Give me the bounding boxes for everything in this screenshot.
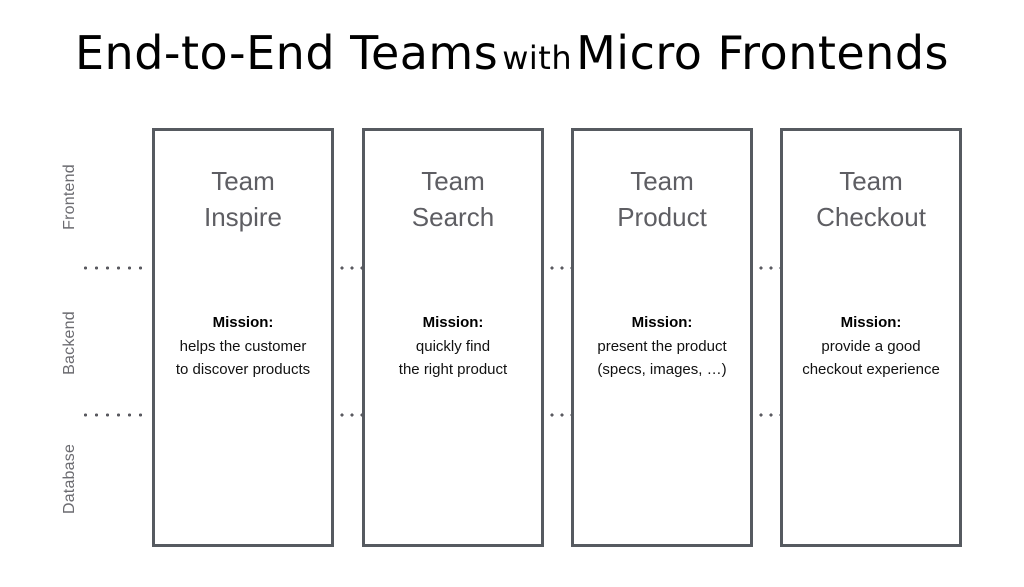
column-gap-dots-1-2-backend-database	[336, 413, 364, 417]
team-name-line-1: Team	[421, 166, 485, 196]
layer-label-database: Database	[61, 443, 78, 515]
mission-label: Mission:	[422, 314, 484, 331]
team-name-line-1: Team	[839, 166, 903, 196]
team-name-line-2: Inspire	[203, 202, 283, 232]
mission-line-2: (specs, images, …)	[597, 361, 727, 378]
team-mission: Mission: quickly find the right product	[359, 311, 547, 381]
title-part-subject: Micro Frontends	[576, 26, 950, 80]
column-gap-dots-2-3-frontend-backend	[546, 266, 574, 270]
title-part-main: End-to-End Teams	[74, 26, 499, 80]
mission-line-1: provide a good	[821, 338, 921, 355]
team-name: Team Checkout	[783, 163, 959, 235]
team-name-line-2: Product	[617, 202, 707, 232]
team-name: Team Product	[574, 163, 750, 235]
layer-divider-frontend-backend	[80, 266, 148, 270]
team-column-search[interactable]: Team Search Mission: quickly find the ri…	[362, 128, 544, 547]
layer-label-frontend: Frontend	[61, 164, 78, 230]
team-column-product[interactable]: Team Product Mission: present the produc…	[571, 128, 753, 547]
team-column-inspire[interactable]: Team Inspire Mission: helps the customer…	[152, 128, 334, 547]
team-mission: Mission: provide a good checkout experie…	[777, 311, 965, 381]
mission-line-2: checkout experience	[802, 361, 940, 378]
mission-label: Mission:	[212, 314, 274, 331]
mission-line-1: quickly find	[415, 338, 491, 355]
team-mission: Mission: helps the customer to discover …	[149, 311, 337, 381]
mission-line-1: present the product	[597, 338, 727, 355]
title-part-with: with	[502, 39, 573, 77]
team-name-line-2: Checkout	[816, 202, 926, 232]
layer-label-backend: Backend	[61, 311, 78, 375]
mission-label: Mission:	[631, 314, 693, 331]
mission-label: Mission:	[840, 314, 902, 331]
team-name-line-1: Team	[211, 166, 275, 196]
column-gap-dots-2-3-backend-database	[546, 413, 574, 417]
mission-line-2: the right product	[398, 361, 508, 378]
mission-line-2: to discover products	[175, 361, 311, 378]
column-gap-dots-3-4-frontend-backend	[755, 266, 783, 270]
team-name: Team Search	[365, 163, 541, 235]
team-name-line-2: Search	[411, 202, 495, 232]
team-mission: Mission: present the product (specs, ima…	[568, 311, 756, 381]
team-name: Team Inspire	[155, 163, 331, 235]
column-gap-dots-1-2-frontend-backend	[336, 266, 364, 270]
team-name-line-1: Team	[630, 166, 694, 196]
layer-divider-backend-database	[80, 413, 148, 417]
column-gap-dots-3-4-backend-database	[755, 413, 783, 417]
team-column-checkout[interactable]: Team Checkout Mission: provide a good ch…	[780, 128, 962, 547]
mission-line-1: helps the customer	[179, 338, 307, 355]
